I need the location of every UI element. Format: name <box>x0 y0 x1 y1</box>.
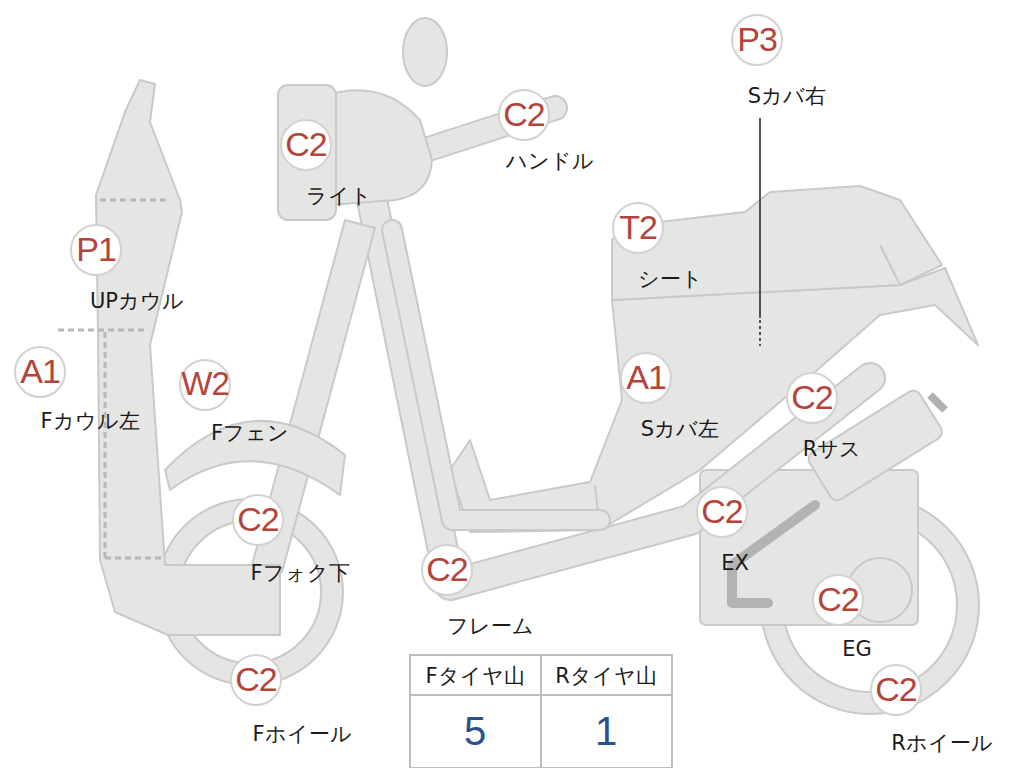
damage-callout: C2Rホイール <box>870 664 922 716</box>
engine <box>700 470 918 625</box>
damage-callout: P1UPカウル <box>70 224 122 276</box>
frame-tube <box>392 230 600 520</box>
tread-table <box>410 655 672 768</box>
cowl-division <box>100 199 170 202</box>
frame-border <box>372 200 870 585</box>
part-name: Sカバ右 <box>748 85 826 108</box>
leader-line <box>759 118 761 318</box>
damage-code: C2 <box>235 660 276 699</box>
damage-callout: C2Fホイール <box>230 654 282 706</box>
part-name: ライト <box>306 185 372 208</box>
table-value: 5 <box>464 709 486 754</box>
damage-callout: C2ハンドル <box>498 89 550 141</box>
damage-code: T2 <box>619 208 657 247</box>
part-name: Fフェン <box>211 422 289 445</box>
mirror <box>403 18 447 86</box>
damage-code: P3 <box>737 20 777 59</box>
part-name: EG <box>842 638 872 661</box>
damage-code: C2 <box>701 492 742 531</box>
table-header: Rタイヤ山 <box>555 662 657 690</box>
damage-code: C2 <box>237 500 278 539</box>
leader-line <box>759 320 761 346</box>
part-name: Fフォク下 <box>250 562 349 585</box>
damage-callout: C2Rサス <box>786 372 838 424</box>
damage-callout: W2Fフェン <box>179 359 231 411</box>
damage-code: W2 <box>181 365 229 403</box>
damage-code: C2 <box>817 580 858 619</box>
front-cowl <box>96 80 280 635</box>
damage-code: C2 <box>791 378 832 417</box>
damage-code: C2 <box>426 550 467 589</box>
shock-rod <box>930 395 945 410</box>
damage-code: C2 <box>503 95 544 134</box>
part-name: Fホイール <box>252 723 351 746</box>
front-fender <box>165 421 345 495</box>
part-name: フレーム <box>447 615 534 638</box>
damage-code: A1 <box>626 358 666 397</box>
part-name: UPカウル <box>90 290 184 313</box>
damage-callout: C2EX <box>696 486 748 538</box>
part-name: Rサス <box>803 438 862 461</box>
part-name: Rホイール <box>891 732 993 755</box>
part-name: Fカウル左 <box>40 410 139 433</box>
cowl-division <box>105 557 165 560</box>
part-name: EX <box>721 552 749 575</box>
damage-callout: C2フレーム <box>421 544 473 596</box>
damage-code: A1 <box>20 352 60 391</box>
damage-callout: T2シート <box>612 202 664 254</box>
table-value: 1 <box>595 709 617 754</box>
frame <box>372 200 870 585</box>
seat-seam <box>880 245 900 285</box>
damage-code: C2 <box>875 670 916 709</box>
damage-code: P1 <box>76 230 116 269</box>
seat <box>612 186 942 300</box>
damage-callout: P3Sカバ右 <box>731 14 783 66</box>
damage-callout: A1Fカウル左 <box>14 346 66 398</box>
cowl-division <box>104 332 107 558</box>
damage-callout: A1Sカバ左 <box>620 352 672 404</box>
frame-tube-border <box>392 230 600 520</box>
damage-callout: C2ライト <box>280 119 332 171</box>
cowl-division <box>58 329 148 332</box>
part-name: Sカバ左 <box>641 418 719 441</box>
damage-code: C2 <box>285 125 326 164</box>
part-name: ハンドル <box>506 150 594 173</box>
table-header: Fタイヤ山 <box>425 662 524 690</box>
damage-callout: C2EG <box>812 574 864 626</box>
table-grid <box>410 655 672 768</box>
damage-callout: C2Fフォク下 <box>232 494 284 546</box>
part-name: シート <box>638 268 703 291</box>
